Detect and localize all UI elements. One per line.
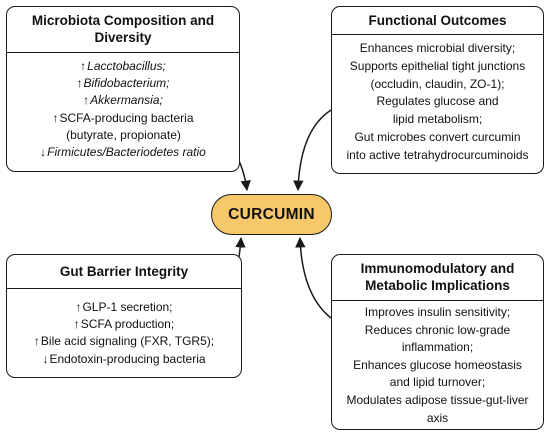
arrow-func-to-curcumin xyxy=(293,109,332,192)
microbiota-body: ↑Lacctobacillus; ↑Bifidobacterium; ↑Akke… xyxy=(7,53,239,165)
gut-barrier-line: ↑GLP-1 secretion; xyxy=(75,300,173,314)
microbiota-line: ↑Akkermansia; xyxy=(83,93,163,108)
arrow-immuno-to-curcumin xyxy=(295,236,332,319)
microbiota-line: ↑SCFA-producing bacteria xyxy=(52,110,194,125)
immunomodulatory-box: Immunomodulatory and Metabolic Implicati… xyxy=(331,254,544,430)
gut-barrier-line: ↑SCFA production; xyxy=(73,317,175,332)
immunomodulatory-body: Improves insulin sensitivity; Reduces ch… xyxy=(332,301,543,429)
functional-outcomes-line: Enhances microbial diversity; xyxy=(359,41,516,55)
gut-barrier-line: ↓Endotoxin-producing bacteria xyxy=(42,351,206,366)
immunomodulatory-line: Enhances glucose homeostasis xyxy=(353,357,522,372)
functional-outcomes-line: lipid metabolism; xyxy=(392,112,483,127)
functional-outcomes-body: Enhances microbial diversity; Supports e… xyxy=(332,35,543,169)
immunomodulatory-line: Improves insulin sensitivity; xyxy=(364,305,511,319)
gut-barrier-box: Gut Barrier Integrity ↑GLP-1 secretion; … xyxy=(6,254,242,378)
immunomodulatory-line: and lipid turnover; xyxy=(389,375,486,390)
immunomodulatory-title: Immunomodulatory and Metabolic Implicati… xyxy=(332,255,543,301)
microbiota-line: (butyrate, propionate) xyxy=(66,127,181,142)
microbiota-box: Microbiota Composition and Diversity ↑La… xyxy=(6,6,240,172)
immunomodulatory-line: axis xyxy=(426,410,449,425)
immunomodulatory-line: Modulates adipose tissue-gut-liver xyxy=(346,392,529,407)
microbiota-line: ↓Firmicutes/Bacteriodetes ratio xyxy=(40,145,206,160)
immunomodulatory-line: Reduces chronic low-grade xyxy=(364,322,511,337)
gut-barrier-line: ↑Bile acid signaling (FXR, TGR5); xyxy=(33,334,215,349)
functional-outcomes-line: into active tetrahydrocurcuminoids xyxy=(346,147,529,162)
curcumin-node: CURCUMIN xyxy=(211,194,332,235)
functional-outcomes-line: Regulates glucose and xyxy=(376,94,499,109)
gut-barrier-body: ↑GLP-1 secretion; ↑SCFA production; ↑Bil… xyxy=(7,289,241,372)
microbiota-line: ↑Bifidobacterium; xyxy=(76,76,170,91)
immunomodulatory-line: inflammation; xyxy=(401,340,474,355)
functional-outcomes-line: Supports epithelial tight junctions xyxy=(349,58,526,73)
gut-barrier-title: Gut Barrier Integrity xyxy=(7,255,241,289)
functional-outcomes-line: (occludin, claudin, ZO-1); xyxy=(370,76,505,91)
microbiota-line: ↑Lacctobacillus; xyxy=(80,59,166,73)
microbiota-title: Microbiota Composition and Diversity xyxy=(7,7,239,53)
functional-outcomes-box: Functional Outcomes Enhances microbial d… xyxy=(331,6,544,174)
functional-outcomes-title: Functional Outcomes xyxy=(332,7,543,35)
functional-outcomes-line: Gut microbes convert curcumin xyxy=(354,129,521,144)
